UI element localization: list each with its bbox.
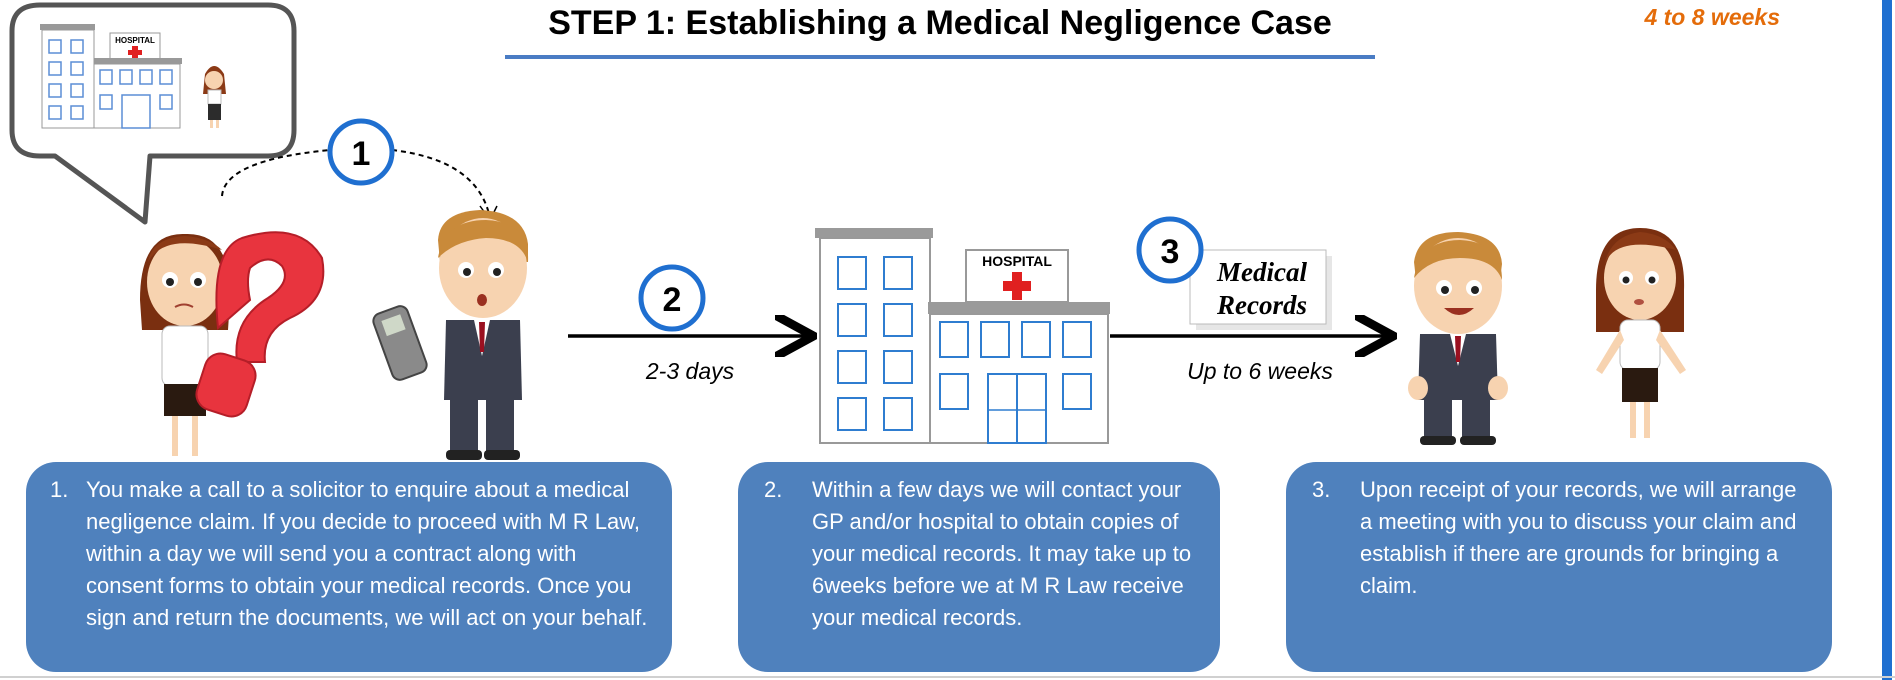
bubble-hospital-sign: HOSPITAL	[115, 36, 155, 45]
step-2-number: 2.	[764, 477, 783, 502]
duration-label: 4 to 8 weeks	[1644, 4, 1780, 30]
bottom-divider	[0, 676, 1895, 678]
call-arc-right	[391, 149, 491, 219]
step-1-description-box: 1. You make a call to a solicitor to enq…	[26, 462, 672, 672]
solicitor-man-figure	[372, 210, 529, 460]
meeting-man-figure	[1408, 232, 1508, 445]
step-1-text: You make a call to a solicitor to enquir…	[86, 477, 648, 630]
timing-step-3: Up to 6 weeks	[1187, 358, 1333, 384]
svg-text:2: 2	[663, 281, 682, 319]
bubble-hospital-icon: HOSPITAL	[40, 24, 182, 129]
title-underline	[505, 55, 1375, 59]
step-3-number: 3.	[1312, 477, 1331, 502]
svg-text:3: 3	[1161, 233, 1180, 271]
page-title: STEP 1: Establishing a Medical Negligenc…	[548, 4, 1332, 42]
medical-records-card: Medical Records	[1189, 249, 1332, 330]
right-edge-bar	[1882, 0, 1892, 680]
step-2-description-box: 2. Within a few days we will contact you…	[738, 462, 1220, 672]
records-line-2: Records	[1216, 290, 1307, 320]
step-circle-3: 3	[1136, 216, 1204, 284]
confused-woman-figure	[140, 231, 325, 456]
bubble-woman-icon	[203, 66, 226, 128]
svg-text:1: 1	[352, 135, 371, 173]
hospital-sign: HOSPITAL	[982, 253, 1052, 269]
step-circle-1: 1	[327, 118, 395, 186]
step-3-description-box: 3. Upon receipt of your records, we will…	[1286, 462, 1832, 672]
step-circle-2: 2	[638, 264, 706, 332]
step-2-text: Within a few days we will contact your G…	[812, 477, 1192, 630]
step-1-number: 1.	[50, 477, 69, 502]
step-3-text: Upon receipt of your records, we will ar…	[1360, 477, 1797, 598]
records-line-1: Medical	[1216, 257, 1307, 287]
meeting-woman-figure	[1596, 228, 1686, 438]
call-arc-left	[221, 149, 331, 197]
hospital-building: HOSPITAL	[815, 228, 1110, 444]
timing-step-2: 2-3 days	[645, 358, 735, 384]
